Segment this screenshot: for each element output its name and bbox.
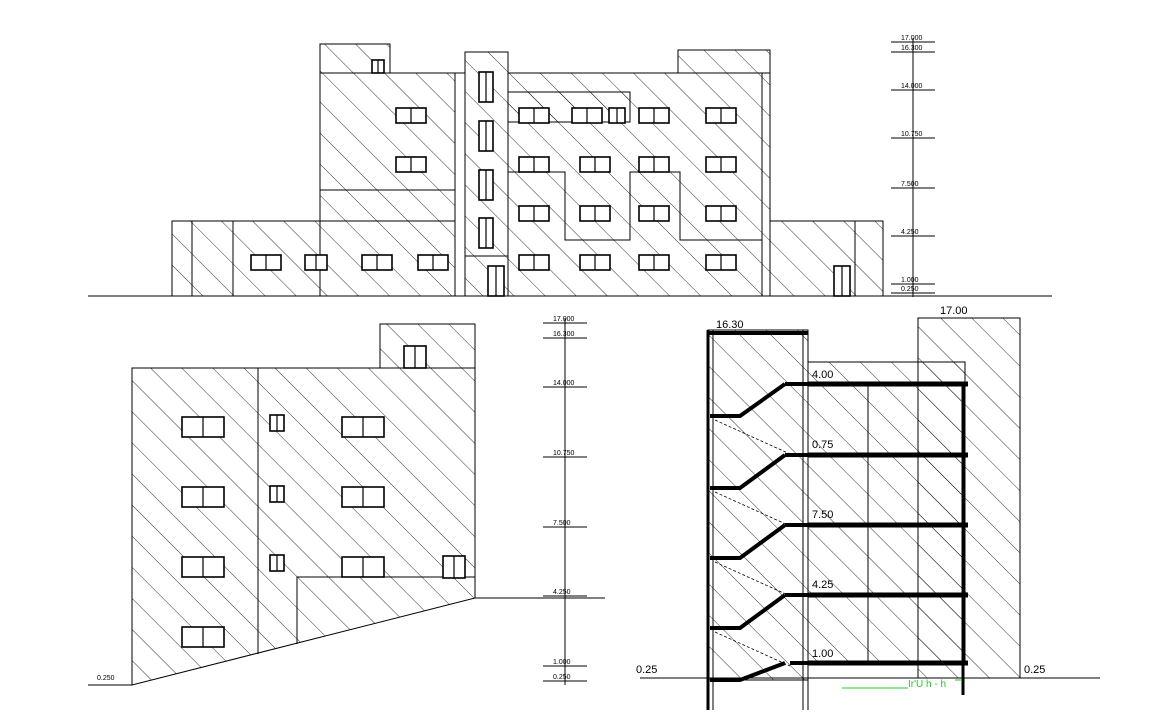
- level-label: 16.300: [901, 45, 923, 52]
- level-label: 17.000: [553, 316, 575, 323]
- level-label: 16.300: [553, 331, 575, 338]
- green-annotation: Ir'U h - h: [908, 679, 946, 690]
- level-label: 1.000: [553, 659, 571, 666]
- level-label: 14.000: [901, 83, 923, 90]
- label-level-5: 1.00: [812, 648, 833, 660]
- level-label: 0.250: [901, 286, 919, 293]
- level-label: 0.250: [553, 674, 571, 681]
- stair-flight-upper: [714, 631, 791, 667]
- level-label: 1.000: [901, 277, 919, 284]
- label-level-2: 0.75: [812, 439, 833, 451]
- stair-flight: [710, 661, 786, 682]
- level-label: 10.750: [553, 450, 575, 457]
- stair-flight: [710, 382, 787, 418]
- stair-flight: [710, 453, 787, 490]
- level-label: 7.500: [901, 181, 919, 188]
- side-windows: [181, 345, 466, 648]
- side-level-scale: 17.000 16.300 14.000 10.750 7.500 4.250 1.000 0…: [543, 316, 587, 685]
- section: [706, 317, 1021, 710]
- level-label: 4.250: [901, 229, 919, 236]
- stair-flight-upper: [714, 491, 791, 527]
- label-roof: 17.00: [940, 305, 968, 317]
- level-label: 17.000: [901, 35, 923, 42]
- section-slabs: [710, 381, 968, 682]
- front-windows: [250, 59, 851, 297]
- stair-flight-upper: [714, 561, 791, 597]
- level-label: 10.750: [901, 131, 923, 138]
- side-ground-label: 0.250: [97, 675, 115, 682]
- level-label: 14.000: [553, 380, 575, 387]
- label-ground-right: 0.25: [1024, 664, 1045, 676]
- front-level-scale: 17.000 16.300 14.000 10.750 7.500 4.250 1.000 0…: [891, 35, 935, 297]
- label-ground-left: 0.25: [636, 664, 657, 676]
- level-label: 4.250: [553, 589, 571, 596]
- level-label: 7.500: [553, 520, 571, 527]
- label-level-3: 7.50: [812, 509, 833, 521]
- stair-flight: [710, 523, 787, 560]
- stair-flight: [710, 593, 787, 630]
- label-level-1: 4.00: [812, 369, 833, 381]
- label-level-4: 4.25: [812, 579, 833, 591]
- side-elevation: [131, 323, 476, 686]
- label-stair-top: 16.30: [716, 319, 744, 331]
- stair-flight-upper: [714, 419, 791, 455]
